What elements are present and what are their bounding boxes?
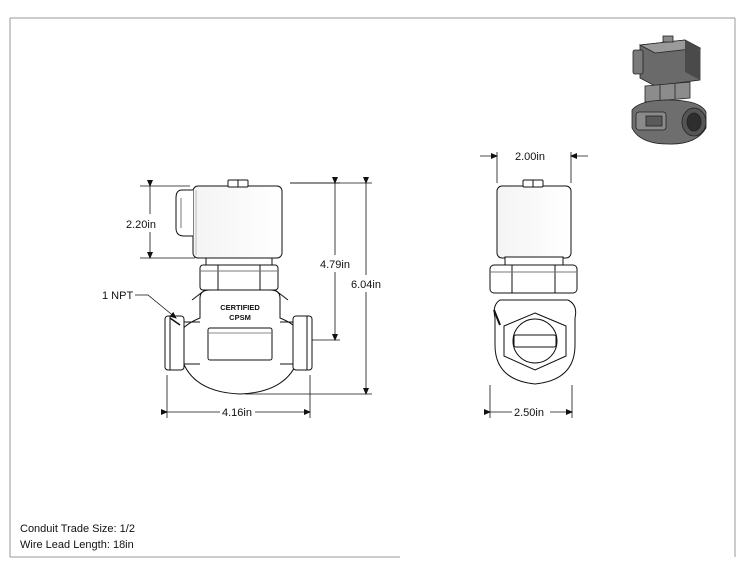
wire-lead-length-note: Wire Lead Length: 18in bbox=[20, 539, 134, 551]
end-coil bbox=[496, 185, 572, 259]
end-neck bbox=[504, 256, 564, 266]
hex-nut bbox=[199, 264, 279, 291]
port-label: 1 NPT bbox=[102, 290, 133, 302]
dim-end-coil-width: 2.00in bbox=[515, 151, 545, 163]
dim-end-body-width: 2.50in bbox=[514, 407, 544, 419]
valve-end-view bbox=[489, 179, 578, 385]
left-port bbox=[164, 315, 185, 371]
end-port-slot bbox=[513, 334, 557, 348]
dim-total-height: 6.04in bbox=[351, 279, 381, 291]
end-dimensions bbox=[480, 152, 588, 418]
body-marking-line1: CERTIFIED bbox=[220, 303, 260, 312]
dim-coil-height: 2.20in bbox=[126, 219, 156, 231]
right-port bbox=[292, 315, 313, 371]
dim-valve-height: 4.79in bbox=[320, 259, 350, 271]
body-center-plug bbox=[207, 327, 273, 361]
end-hex-nut bbox=[489, 264, 578, 294]
conduit-trade-size-note: Conduit Trade Size: 1/2 bbox=[20, 523, 135, 535]
conduit-connector bbox=[175, 189, 193, 237]
side-dimensions bbox=[135, 177, 372, 418]
sheet-border bbox=[9, 17, 736, 558]
solenoid-coil bbox=[192, 185, 283, 259]
dim-side-width: 4.16in bbox=[222, 407, 252, 419]
valve-side-view bbox=[164, 179, 313, 395]
valve-iso-thumbnail bbox=[631, 35, 707, 145]
body-marking-line2: CPSM bbox=[229, 313, 251, 322]
